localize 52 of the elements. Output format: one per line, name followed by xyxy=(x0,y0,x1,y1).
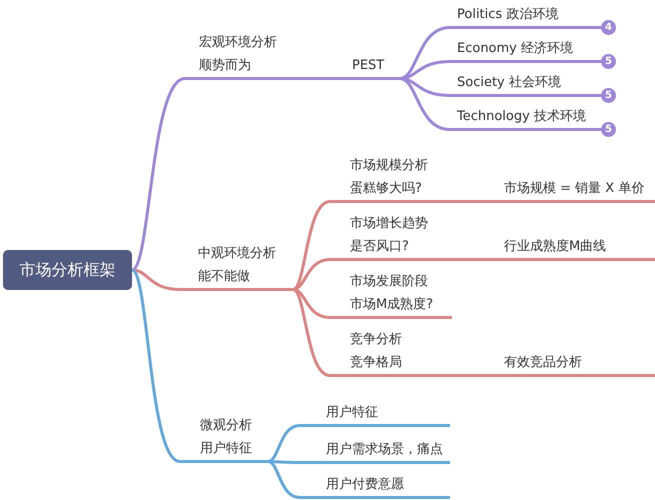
topic-heading: 市场发展阶段 xyxy=(350,273,428,291)
branch-line xyxy=(131,77,186,272)
root-topic-box: 市场分析框架 xyxy=(3,250,132,290)
branch-line xyxy=(305,77,340,80)
branch-line xyxy=(268,460,300,499)
branch-line xyxy=(292,200,330,291)
count-badge: 4 xyxy=(601,20,616,35)
branch-line xyxy=(130,268,181,463)
topic-text: Society 社会环境 xyxy=(457,74,561,92)
branch-line xyxy=(268,424,300,463)
topic-text: 市场M成熟度? xyxy=(350,296,434,314)
topic-text: 顺势而为 xyxy=(199,57,251,75)
topic-text: Politics 政治环境 xyxy=(457,6,558,24)
branch-line xyxy=(460,200,490,203)
topic-text: 能不能做 xyxy=(198,268,250,286)
branch-line xyxy=(268,460,300,464)
branch-line xyxy=(460,258,490,261)
topic-heading: 宏观环境分析 xyxy=(199,34,277,52)
count-badge: 5 xyxy=(601,122,616,137)
topic-underline xyxy=(490,178,655,203)
topic-heading: 市场增长趋势 xyxy=(350,215,428,233)
branch-line xyxy=(400,26,450,80)
branch-line xyxy=(292,288,330,319)
topic-text: PEST xyxy=(352,57,384,75)
topic-heading: 微观分析 xyxy=(200,417,252,435)
topic-heading: 竞争分析 xyxy=(350,331,402,349)
topic-underline xyxy=(330,155,460,203)
topic-text: 用户付费意愿 xyxy=(326,476,404,494)
topic-text: Technology 技术环境 xyxy=(457,108,586,126)
branch-line xyxy=(400,77,450,131)
count-badge: 5 xyxy=(601,88,616,103)
topic-text: 用户特征 xyxy=(200,440,252,458)
branch-line xyxy=(292,258,330,291)
topic-text: 有效竞品分析 xyxy=(504,354,582,372)
topic-text: 竞争格局 xyxy=(350,354,402,372)
topic-underline xyxy=(490,236,655,261)
topic-heading: 市场规模分析 xyxy=(350,157,428,175)
topic-text: 用户需求场景，痛点 xyxy=(326,441,443,459)
topic-text: 用户特征 xyxy=(326,404,378,422)
topic-text: 是否风口? xyxy=(350,238,409,256)
topic-text: 市场规模 = 销量 X 单价 xyxy=(504,180,644,198)
topic-underline xyxy=(490,352,655,377)
topic-heading: 中观环境分析 xyxy=(198,245,276,263)
count-badge: 5 xyxy=(601,54,616,69)
branch-line xyxy=(292,288,330,377)
topic-underline xyxy=(185,32,305,80)
branch-line xyxy=(132,268,180,291)
branch-line xyxy=(400,77,450,97)
topic-text: 蛋糕够大吗? xyxy=(350,180,422,198)
branch-line xyxy=(460,374,490,377)
topic-text: 行业成熟度M曲线 xyxy=(504,238,606,256)
topic-text: Economy 经济环境 xyxy=(457,40,573,58)
